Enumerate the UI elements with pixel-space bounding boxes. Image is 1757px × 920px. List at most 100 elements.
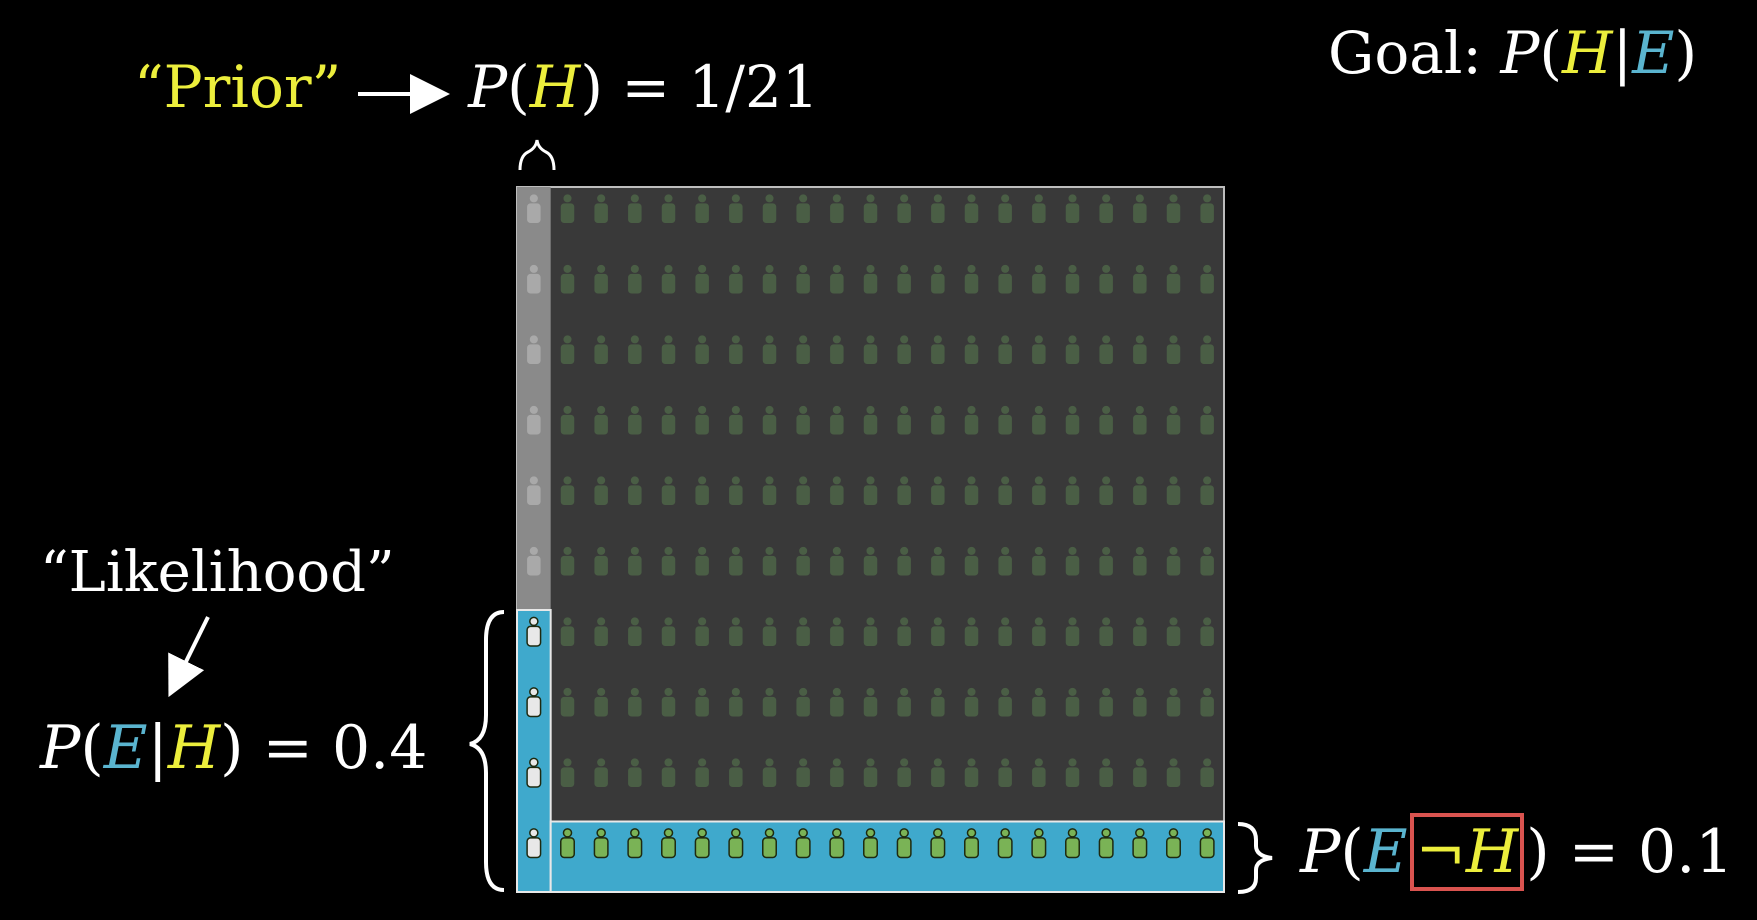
goal-label: Goal: P(H|E) [1328, 24, 1697, 82]
person-icon [594, 264, 608, 294]
person-icon [694, 828, 710, 859]
person-icon [998, 335, 1012, 364]
not-h-brace-icon [1237, 822, 1273, 894]
person-icon [998, 405, 1012, 435]
person-icon [762, 264, 777, 294]
person-icon [762, 546, 777, 576]
person-icon [594, 546, 608, 576]
person-icon [1099, 687, 1113, 717]
person-icon [1099, 617, 1113, 646]
person-icon [863, 758, 878, 787]
person-icon [661, 617, 676, 646]
person-icon [1032, 335, 1046, 364]
person-icon [830, 758, 844, 787]
person-icon [829, 828, 845, 859]
person-icon [695, 758, 709, 787]
person-icon [863, 546, 878, 576]
person-icon [863, 405, 878, 435]
person-icon [1065, 335, 1080, 364]
person-icon [863, 335, 878, 364]
person-icon [931, 335, 945, 364]
person-icon [964, 687, 979, 717]
person-icon [526, 616, 542, 647]
person-icon [830, 194, 844, 223]
person-icon [628, 758, 642, 787]
person-icon [661, 264, 676, 294]
likelihood-formula: P(E|H) = 0.4 [40, 713, 428, 783]
person-icon [830, 264, 844, 294]
person-icon [527, 335, 541, 364]
person-icon [1065, 194, 1080, 223]
person-icon [897, 758, 911, 787]
person-icon [830, 405, 844, 435]
person-icon [1200, 335, 1214, 364]
person-icon [1133, 264, 1147, 294]
person-icon [661, 758, 676, 787]
person-icon [560, 264, 575, 294]
person-icon [695, 687, 709, 717]
person-icon [762, 687, 777, 717]
person-icon [762, 405, 777, 435]
person-icon [1166, 687, 1181, 717]
person-icon [1099, 476, 1113, 505]
person-icon [997, 828, 1013, 859]
person-icon [1133, 687, 1147, 717]
person-icon [594, 476, 608, 505]
person-icon [560, 335, 575, 364]
person-icon [1166, 335, 1181, 364]
person-icon [728, 828, 744, 859]
person-icon [964, 405, 979, 435]
person-icon [560, 405, 575, 435]
person-icon [1200, 405, 1214, 435]
person-icon [527, 405, 541, 435]
negation-highlight-box: ¬H [1409, 813, 1525, 891]
person-icon [527, 194, 541, 223]
population-grid [516, 186, 1225, 893]
person-icon [796, 546, 810, 576]
person-icon [661, 828, 676, 859]
person-icon [964, 758, 979, 787]
person-icon [729, 264, 743, 294]
person-icon [1133, 405, 1147, 435]
person-icon [1065, 264, 1080, 294]
person-icon [830, 617, 844, 646]
person-icon [931, 758, 945, 787]
person-icon [1099, 194, 1113, 223]
person-icon [1200, 194, 1214, 223]
person-icon [964, 828, 979, 859]
person-icon [729, 335, 743, 364]
person-icon [930, 828, 946, 859]
person-icon [594, 617, 608, 646]
person-icon [762, 758, 777, 787]
person-icon [1133, 546, 1147, 576]
person-icon [1065, 476, 1080, 505]
person-icon [1099, 405, 1113, 435]
person-icon [1166, 617, 1181, 646]
person-icon [964, 546, 979, 576]
person-icon [931, 194, 945, 223]
person-icon [594, 335, 608, 364]
person-icon [729, 687, 743, 717]
person-icon [1032, 194, 1046, 223]
person-icon [897, 617, 911, 646]
person-icon [931, 546, 945, 576]
person-icon [527, 264, 541, 294]
person-icon [897, 335, 911, 364]
person-icon [762, 617, 777, 646]
person-icon [560, 828, 575, 859]
person-icon [830, 335, 844, 364]
person-icon [863, 264, 878, 294]
person-icon [695, 194, 709, 223]
person-icon [762, 828, 777, 859]
person-icon [998, 687, 1012, 717]
person-icon [1133, 617, 1147, 646]
person-icon [1133, 758, 1147, 787]
likelihood-brace-icon [469, 610, 505, 892]
person-icon [560, 476, 575, 505]
person-icon [1200, 476, 1214, 505]
prior-quote: “Prior” [134, 53, 342, 121]
person-icon [1166, 194, 1181, 223]
person-icon [661, 687, 676, 717]
person-icon [1099, 758, 1113, 787]
